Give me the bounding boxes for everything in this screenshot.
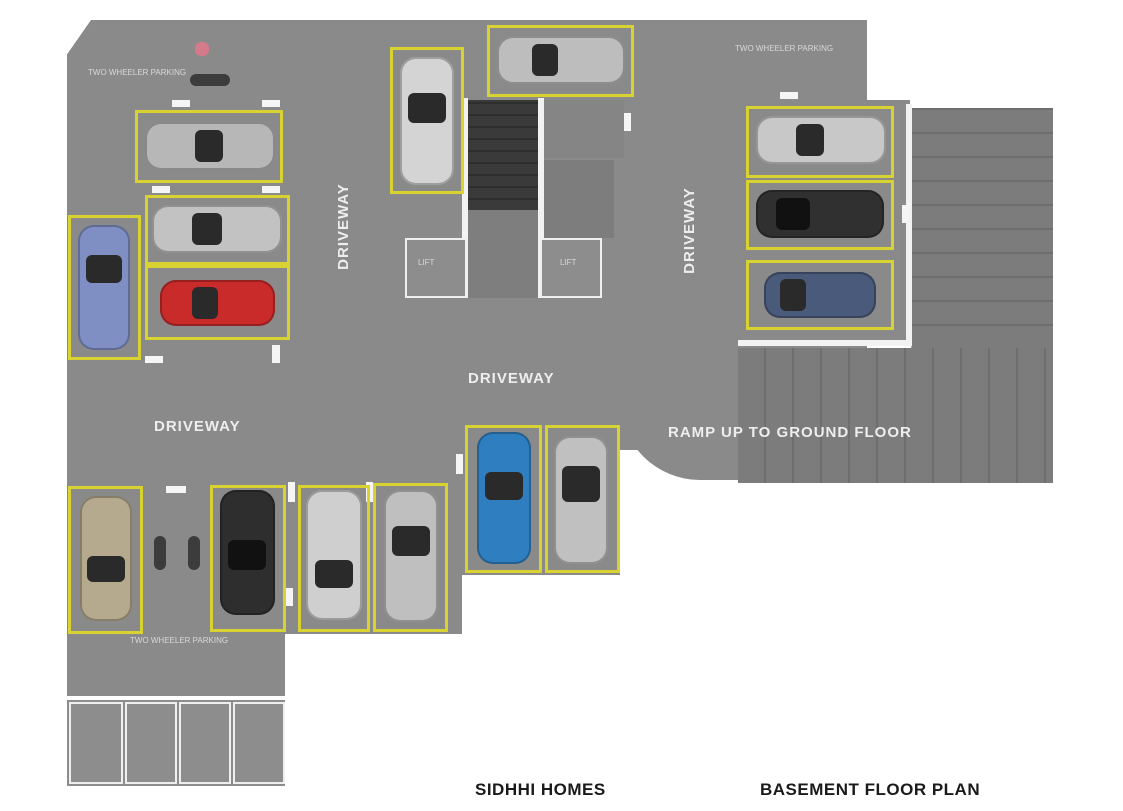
- service-room: [544, 160, 614, 238]
- pillar: [456, 454, 463, 474]
- car-windshield: [532, 44, 558, 76]
- car-windshield: [562, 466, 600, 502]
- bike-top-2: [190, 74, 230, 86]
- car-white: [400, 57, 454, 185]
- parking-slot: [145, 195, 290, 265]
- car-navy: [764, 272, 876, 318]
- pillar: [152, 186, 170, 193]
- parking-slot: [210, 485, 286, 632]
- pillar: [902, 205, 909, 223]
- car-silver: [152, 205, 282, 253]
- parking-slot: [68, 215, 141, 360]
- pillar: [262, 186, 280, 193]
- car-windshield: [780, 279, 806, 311]
- car-black: [220, 490, 275, 615]
- car-black: [756, 190, 884, 238]
- staircase: [468, 100, 538, 210]
- car-windshield: [87, 556, 125, 582]
- ramp-label: RAMP UP TO GROUND FLOOR: [668, 424, 912, 441]
- two-wheeler-label-top-left: TWO WHEELER PARKING: [88, 68, 187, 77]
- pillar: [780, 92, 798, 99]
- lift-left-label: LIFT: [418, 258, 435, 267]
- car-windshield: [776, 198, 810, 230]
- bike-bottom-2: [188, 536, 200, 570]
- parking-slot: [746, 180, 894, 250]
- pillar: [272, 345, 280, 363]
- car-silver: [497, 36, 625, 84]
- pump-room: [544, 100, 624, 158]
- two-wheeler-label-top-right: TWO WHEELER PARKING: [735, 44, 834, 53]
- store-room: [125, 702, 177, 784]
- parking-slot: [68, 486, 143, 634]
- car-silver: [306, 490, 362, 620]
- pillar: [624, 113, 631, 131]
- lift-right: [540, 238, 602, 298]
- car-windshield: [315, 560, 353, 588]
- parking-slot: [145, 265, 290, 340]
- parking-slot: [545, 425, 620, 573]
- two-wheeler-bay: [67, 630, 285, 696]
- lift-right-label: LIFT: [560, 258, 577, 267]
- car-silver: [554, 436, 608, 564]
- car-windshield: [86, 255, 122, 283]
- parking-slot: [135, 110, 283, 183]
- ramp-top-section: [912, 108, 1053, 348]
- car-windshield: [192, 213, 222, 245]
- car-windshield: [796, 124, 824, 156]
- parking-slot: [746, 260, 894, 330]
- plan-title: BASEMENT FLOOR PLAN: [760, 780, 981, 799]
- car-red: [160, 280, 275, 326]
- car-beige: [80, 496, 132, 621]
- driveway-label-vertical-left: DRIVEWAY: [334, 183, 352, 270]
- car-windshield: [192, 287, 218, 319]
- project-title: SIDHHI HOMES: [475, 780, 606, 799]
- store-room: [179, 702, 231, 784]
- car-windshield: [392, 526, 430, 556]
- ramp-wall-horizontal: [738, 340, 912, 346]
- car-silver: [384, 490, 438, 622]
- car-windshield: [228, 540, 266, 570]
- pillar: [286, 588, 293, 606]
- pillar: [145, 356, 163, 363]
- parking-slot: [487, 25, 634, 97]
- pillar: [288, 482, 295, 502]
- pillar: [172, 100, 190, 107]
- car-blue: [477, 432, 531, 564]
- bike-top-1: [195, 42, 209, 56]
- lift-left: [405, 238, 467, 298]
- car-silver: [756, 116, 886, 164]
- car-windshield: [408, 93, 446, 123]
- parking-slot: [465, 425, 542, 573]
- core-landing: [468, 210, 538, 298]
- car-blue: [78, 225, 130, 350]
- parking-slot: [390, 47, 464, 194]
- pillar: [166, 486, 186, 493]
- core-wall-right: [538, 98, 544, 298]
- ramp-wall-vertical: [906, 104, 912, 344]
- two-wheeler-label-bottom: TWO WHEELER PARKING: [130, 636, 229, 645]
- core-wall-left: [462, 98, 468, 298]
- driveway-label-left: DRIVEWAY: [154, 418, 241, 435]
- car-windshield: [195, 130, 223, 162]
- store-room: [69, 702, 123, 784]
- driveway-label-center: DRIVEWAY: [468, 370, 555, 387]
- parking-slot: [373, 483, 448, 632]
- parking-slot: [298, 485, 370, 632]
- car-silver: [145, 122, 275, 170]
- store-room: [233, 702, 285, 784]
- parking-slot: [746, 106, 894, 178]
- bike-bottom-1: [154, 536, 166, 570]
- car-windshield: [485, 472, 523, 500]
- pillar: [262, 100, 280, 107]
- driveway-label-vertical-right: DRIVEWAY: [680, 187, 698, 274]
